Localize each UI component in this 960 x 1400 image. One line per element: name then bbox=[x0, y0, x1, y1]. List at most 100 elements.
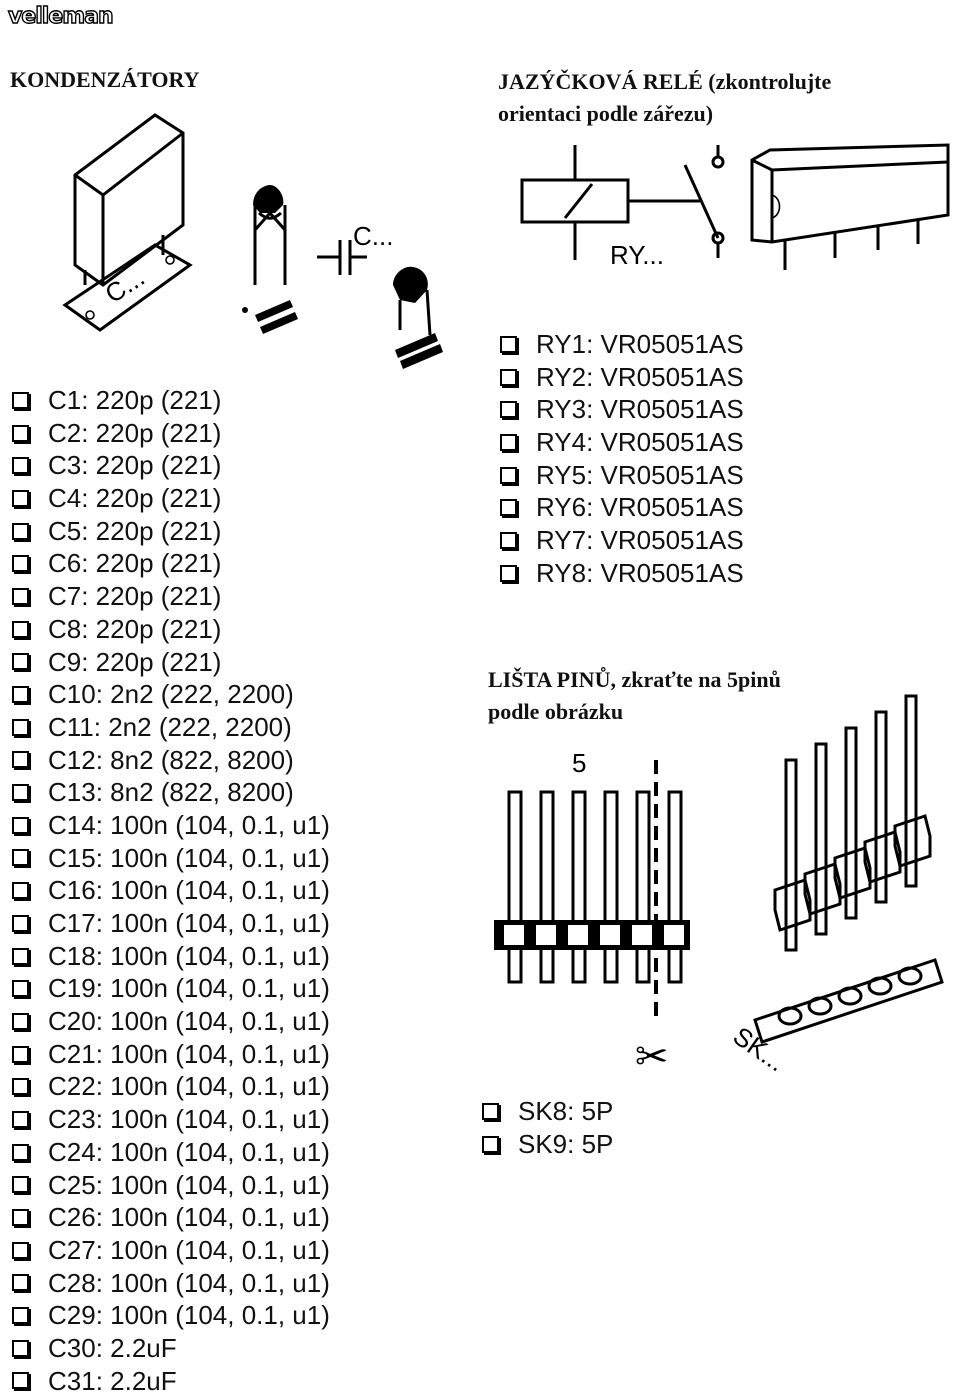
checkbox-icon[interactable] bbox=[12, 718, 29, 736]
list-item-label: C14: 100n (104, 0.1, u1) bbox=[48, 809, 330, 840]
list-item-label: C27: 100n (104, 0.1, u1) bbox=[48, 1234, 330, 1265]
list-item: C22: 100n (104, 0.1, u1) bbox=[6, 1070, 330, 1103]
list-item-label: C31: 2.2uF bbox=[48, 1365, 177, 1396]
list-item-label: C19: 100n (104, 0.1, u1) bbox=[48, 973, 330, 1004]
checkbox-icon[interactable] bbox=[12, 1372, 29, 1390]
list-item: C1: 220p (221) bbox=[6, 384, 330, 417]
list-item: C28: 100n (104, 0.1, u1) bbox=[6, 1267, 330, 1300]
checkbox-icon[interactable] bbox=[482, 1135, 499, 1153]
capacitor-list: C1: 220p (221)C2: 220p (221)C3: 220p (22… bbox=[6, 384, 330, 1397]
checkbox-icon[interactable] bbox=[12, 1241, 29, 1259]
list-item-label: C26: 100n (104, 0.1, u1) bbox=[48, 1202, 330, 1233]
checkbox-icon[interactable] bbox=[500, 433, 517, 451]
capacitor-illustration: C... C... bbox=[62, 113, 443, 369]
checkbox-icon[interactable] bbox=[12, 522, 29, 540]
socket-footprint-icon: SK... bbox=[728, 958, 944, 1077]
list-item: RY2: VR05051AS bbox=[494, 361, 744, 394]
list-item: C20: 100n (104, 0.1, u1) bbox=[6, 1005, 330, 1038]
list-item: C19: 100n (104, 0.1, u1) bbox=[6, 972, 330, 1005]
list-item: RY3: VR05051AS bbox=[494, 393, 744, 426]
checkbox-icon[interactable] bbox=[12, 882, 29, 900]
list-item: C5: 220p (221) bbox=[6, 515, 330, 548]
checkbox-icon[interactable] bbox=[12, 1045, 29, 1063]
list-item-label: C13: 8n2 (822, 8200) bbox=[48, 777, 294, 808]
list-item: RY8: VR05051AS bbox=[494, 557, 744, 590]
list-item-label: C24: 100n (104, 0.1, u1) bbox=[48, 1136, 330, 1167]
checkbox-icon[interactable] bbox=[12, 686, 29, 704]
checkbox-icon[interactable] bbox=[12, 1307, 29, 1325]
capacitor-symbol-icon: C... bbox=[317, 221, 393, 275]
checkbox-icon[interactable] bbox=[12, 555, 29, 573]
checkbox-icon[interactable] bbox=[12, 1209, 29, 1227]
list-item: C12: 8n2 (822, 8200) bbox=[6, 744, 330, 777]
checkbox-icon[interactable] bbox=[12, 489, 29, 507]
checkbox-icon[interactable] bbox=[500, 499, 517, 517]
checkbox-icon[interactable] bbox=[500, 335, 517, 353]
list-item-label: C10: 2n2 (222, 2200) bbox=[48, 679, 294, 710]
list-item: C26: 100n (104, 0.1, u1) bbox=[6, 1201, 330, 1234]
list-item: SK9: 5P bbox=[476, 1128, 613, 1161]
checkbox-icon[interactable] bbox=[12, 914, 29, 932]
relay-symbol-icon: RY... bbox=[520, 145, 725, 270]
checkbox-icon[interactable] bbox=[482, 1102, 499, 1120]
checkbox-icon[interactable] bbox=[500, 466, 517, 484]
checkbox-icon[interactable] bbox=[12, 391, 29, 409]
list-item: C29: 100n (104, 0.1, u1) bbox=[6, 1299, 330, 1332]
list-item-label: C1: 220p (221) bbox=[48, 385, 222, 415]
relay-package-icon bbox=[750, 143, 950, 270]
scissors-icon: ✂ bbox=[635, 1034, 669, 1080]
checkbox-icon[interactable] bbox=[500, 531, 517, 549]
checkbox-icon[interactable] bbox=[12, 457, 29, 475]
list-item-label: C15: 100n (104, 0.1, u1) bbox=[48, 842, 330, 873]
checkbox-icon[interactable] bbox=[12, 587, 29, 605]
checkbox-icon[interactable] bbox=[12, 1274, 29, 1292]
list-item-label: C4: 220p (221) bbox=[48, 483, 222, 514]
list-item-label: C29: 100n (104, 0.1, u1) bbox=[48, 1300, 330, 1331]
list-item: C4: 220p (221) bbox=[6, 482, 330, 515]
list-item: C21: 100n (104, 0.1, u1) bbox=[6, 1038, 330, 1071]
list-item-label: RY4: VR05051AS bbox=[536, 427, 744, 458]
list-item-label: C20: 100n (104, 0.1, u1) bbox=[48, 1006, 330, 1037]
list-item: C14: 100n (104, 0.1, u1) bbox=[6, 809, 330, 842]
checkbox-icon[interactable] bbox=[500, 564, 517, 582]
list-item-label: C18: 100n (104, 0.1, u1) bbox=[48, 940, 330, 971]
checkbox-icon[interactable] bbox=[12, 947, 29, 965]
list-item: RY5: VR05051AS bbox=[494, 459, 744, 492]
list-item-label: RY3: VR05051AS bbox=[536, 394, 744, 425]
checkbox-icon[interactable] bbox=[12, 424, 29, 442]
list-item: RY6: VR05051AS bbox=[494, 491, 744, 524]
relays-heading-line2: orientaci podle zářezu) bbox=[498, 101, 714, 126]
checkbox-icon[interactable] bbox=[12, 751, 29, 769]
checkbox-icon[interactable] bbox=[12, 620, 29, 638]
list-item: RY7: VR05051AS bbox=[494, 524, 744, 557]
list-item-label: C22: 100n (104, 0.1, u1) bbox=[48, 1071, 330, 1102]
list-item-label: C21: 100n (104, 0.1, u1) bbox=[48, 1038, 330, 1069]
checkbox-icon[interactable] bbox=[12, 1143, 29, 1161]
list-item: C25: 100n (104, 0.1, u1) bbox=[6, 1169, 330, 1202]
checkbox-icon[interactable] bbox=[12, 1110, 29, 1128]
list-item-label: C2: 220p (221) bbox=[48, 417, 222, 448]
pinheader-heading-line1: LIŠTA PINŮ, zkraťte na 5pinů bbox=[488, 667, 781, 692]
list-item-label: SK9: 5P bbox=[518, 1128, 614, 1159]
checkbox-icon[interactable] bbox=[12, 980, 29, 998]
list-item: C23: 100n (104, 0.1, u1) bbox=[6, 1103, 330, 1136]
checkbox-icon[interactable] bbox=[500, 401, 517, 419]
checkbox-icon[interactable] bbox=[12, 784, 29, 802]
checkbox-icon[interactable] bbox=[12, 1012, 29, 1030]
list-item: C3: 220p (221) bbox=[6, 449, 330, 482]
velleman-logo: velleman bbox=[7, 3, 114, 29]
checkbox-icon[interactable] bbox=[12, 816, 29, 834]
relay-symbol-label: RY... bbox=[610, 240, 664, 270]
list-item: C7: 220p (221) bbox=[6, 580, 330, 613]
checkbox-icon[interactable] bbox=[12, 1176, 29, 1194]
checkbox-icon[interactable] bbox=[12, 849, 29, 867]
relays-heading-line1: JAZÝČKOVÁ RELÉ (zkontrolujte bbox=[498, 69, 832, 94]
checkbox-icon[interactable] bbox=[12, 653, 29, 671]
checkbox-icon[interactable] bbox=[12, 1078, 29, 1096]
list-item-label: C23: 100n (104, 0.1, u1) bbox=[48, 1104, 330, 1135]
checkbox-icon[interactable] bbox=[500, 368, 517, 386]
list-item-label: C7: 220p (221) bbox=[48, 581, 222, 612]
checkbox-icon[interactable] bbox=[12, 1339, 29, 1357]
